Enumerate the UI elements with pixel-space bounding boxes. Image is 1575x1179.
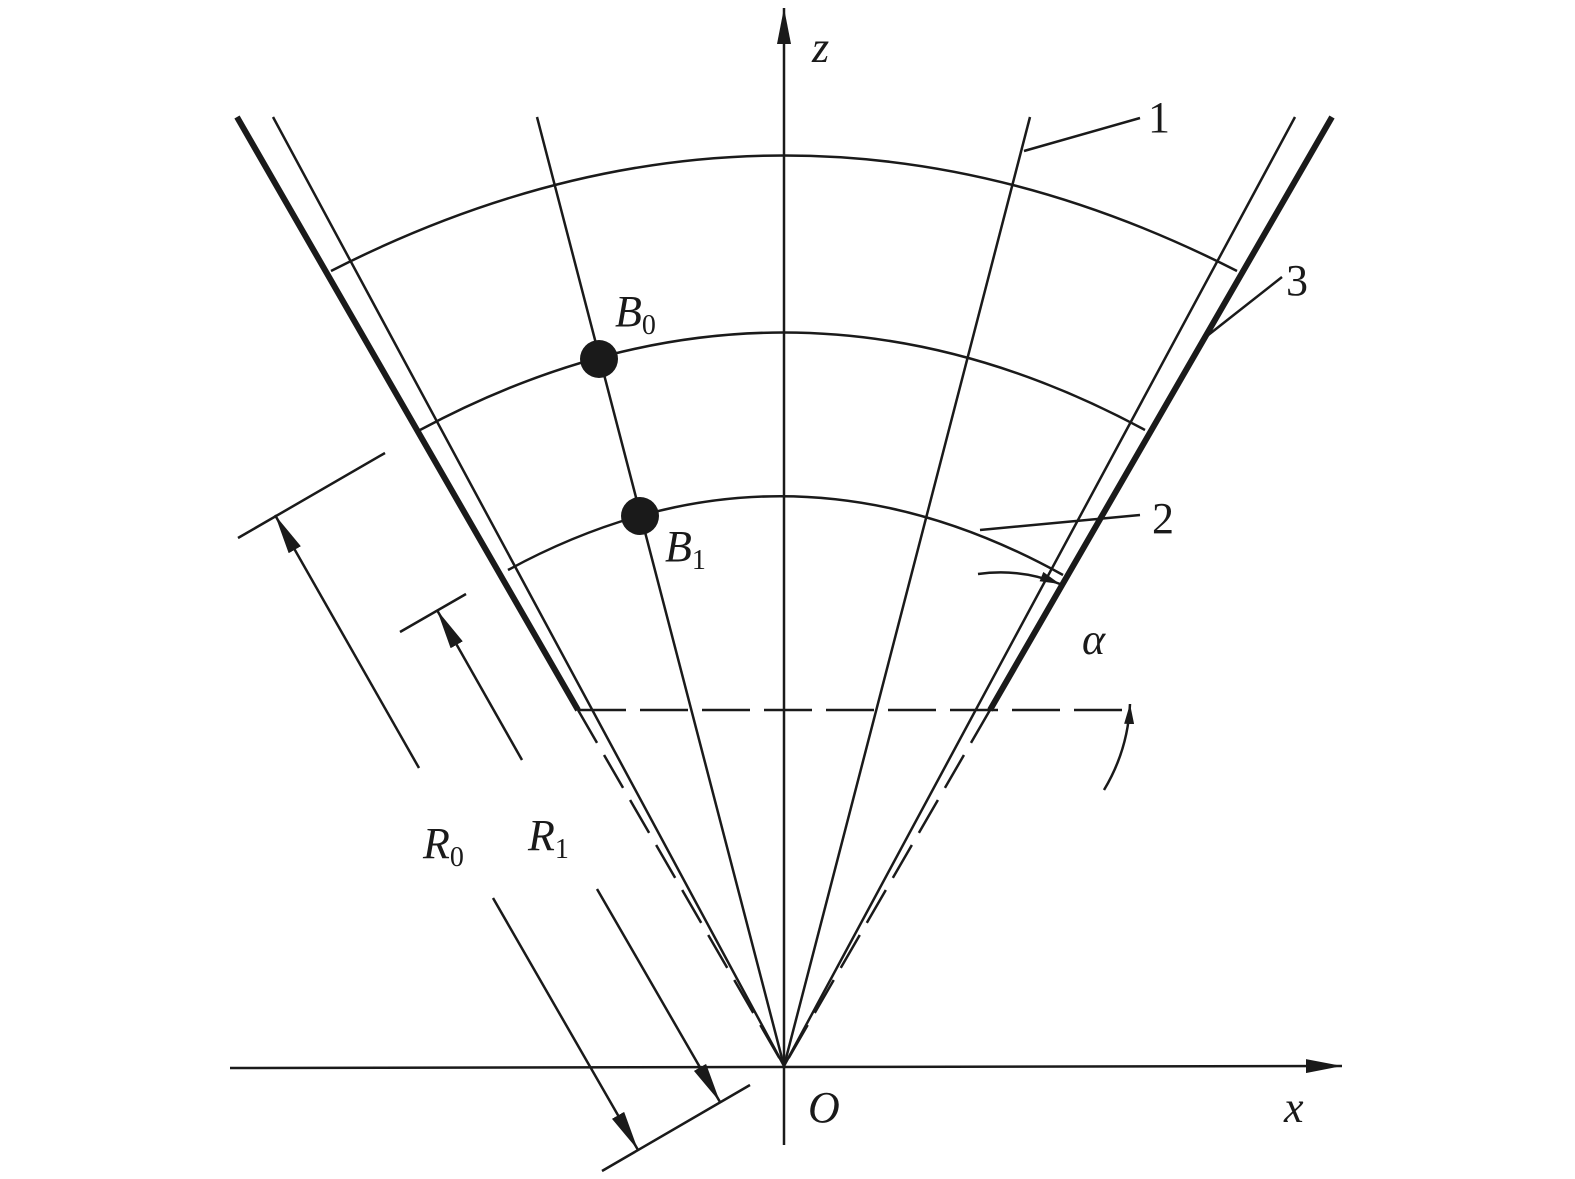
leader-line-part-1 bbox=[1023, 116, 1141, 153]
dimension-r1-arrow-up bbox=[435, 609, 524, 761]
cone-apex-dashed-left bbox=[576, 709, 786, 1067]
dimension-r1-arrow-down bbox=[595, 888, 722, 1103]
point-b0-label: B0 bbox=[615, 287, 656, 341]
dimension-r1-extension-top bbox=[399, 592, 467, 634]
dimension-r1-label: R1 bbox=[527, 811, 569, 865]
angle-alpha-label: α bbox=[1082, 615, 1106, 664]
z-axis-label: z bbox=[811, 23, 829, 72]
point-b0 bbox=[580, 340, 618, 378]
dimension-r0-arrow-up bbox=[273, 514, 421, 769]
dimension-r0-label: R0 bbox=[422, 819, 464, 873]
leader-line-part-3 bbox=[1206, 276, 1283, 337]
dimension-r0-extension-bottom bbox=[601, 1083, 751, 1173]
cone-apex-dashed-right bbox=[782, 709, 992, 1067]
leader-line-part-2 bbox=[979, 513, 1141, 532]
x-axis-label: x bbox=[1283, 1083, 1304, 1132]
cone-inner-wall-right bbox=[782, 116, 1297, 1067]
radial-line-left bbox=[535, 116, 786, 1067]
cone-outer-wall-right bbox=[987, 115, 1335, 712]
point-b1-label: B1 bbox=[665, 522, 706, 576]
dimension-r0-extension-top bbox=[237, 451, 386, 540]
x-axis-line bbox=[229, 1059, 1343, 1074]
cone-inner-wall-left bbox=[271, 116, 786, 1067]
arc-inner bbox=[507, 495, 1064, 577]
angle-alpha-arrow-top bbox=[977, 571, 1061, 586]
arc-outer bbox=[330, 154, 1238, 273]
origin-label: O bbox=[808, 1083, 840, 1132]
radial-line-right bbox=[782, 116, 1032, 1067]
callout-part-1: 1 bbox=[1148, 93, 1170, 142]
angle-alpha-arrow-bottom bbox=[1102, 703, 1135, 791]
arc-middle bbox=[419, 331, 1146, 432]
cone-outer-wall-left bbox=[234, 115, 581, 712]
point-b1 bbox=[621, 497, 659, 535]
callout-part-3: 3 bbox=[1286, 256, 1308, 305]
dimension-r0-arrow-down bbox=[491, 897, 640, 1151]
callout-part-2: 2 bbox=[1152, 494, 1174, 543]
